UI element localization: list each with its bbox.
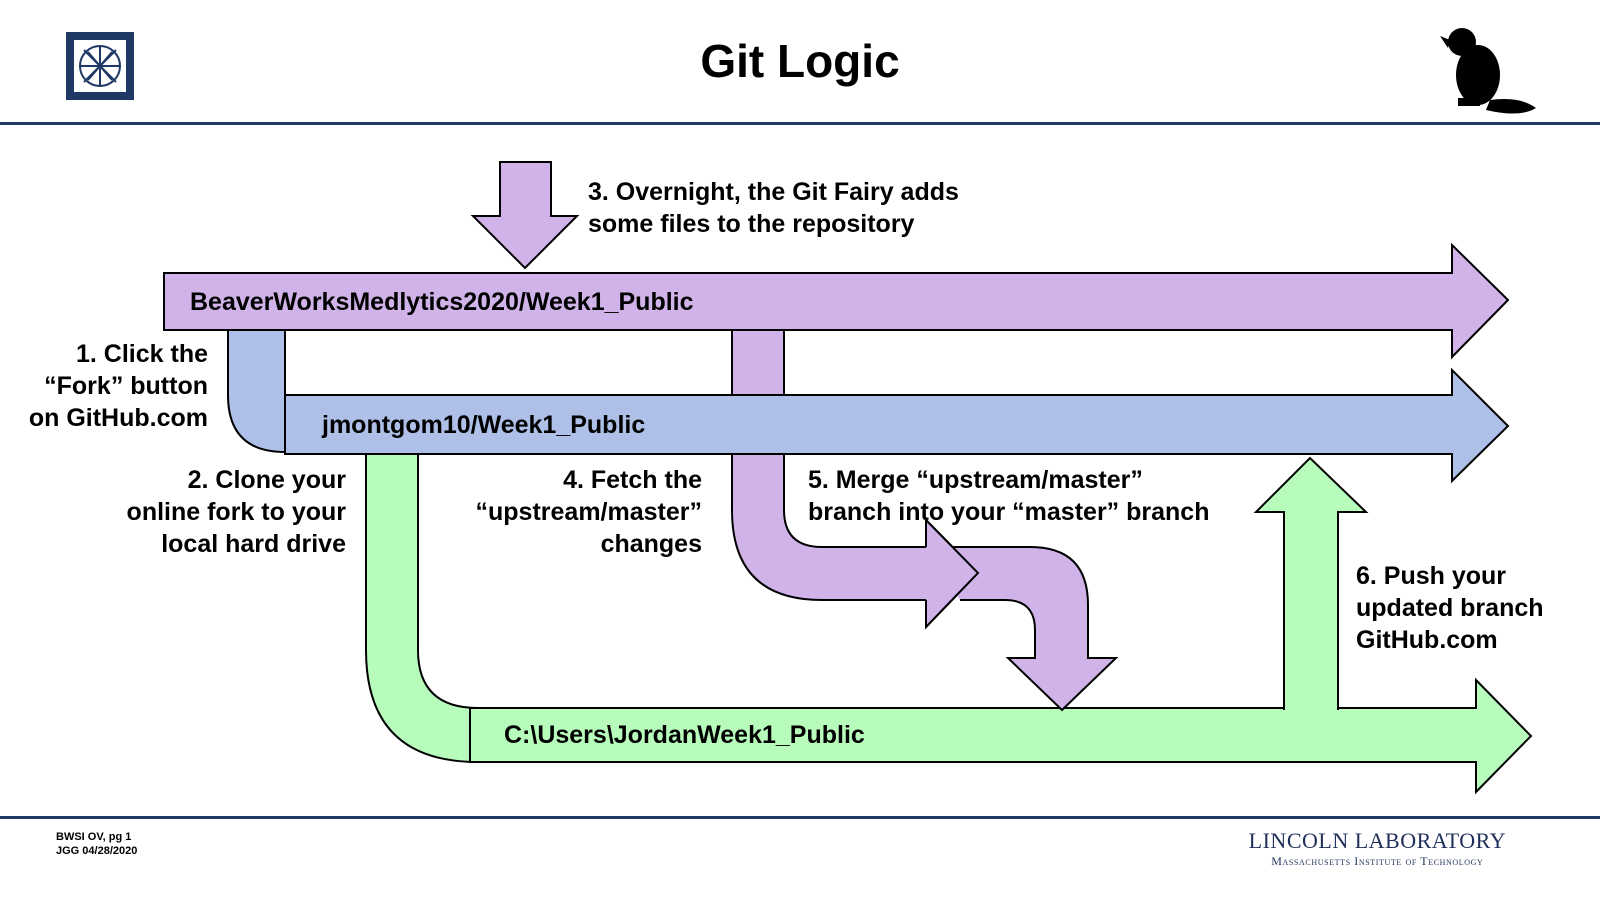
footer-line-2: JGG 04/28/2020 bbox=[56, 845, 138, 857]
lincoln-lab-logo: LINCOLN LABORATORY Massachusetts Institu… bbox=[1249, 828, 1506, 869]
upstream-branch-arrow bbox=[163, 242, 1510, 360]
mit-seal-icon bbox=[66, 32, 134, 100]
step-1-label: 1. Click the “Fork” button on GitHub.com bbox=[28, 340, 208, 432]
step-5-label: 5. Merge “upstream/master” branch into y… bbox=[808, 466, 1210, 526]
fork-branch-arrow bbox=[284, 367, 1510, 484]
upstream-branch-label: BeaverWorksMedlytics2020/Week1_Public bbox=[190, 288, 694, 316]
page-title: Git Logic bbox=[700, 35, 900, 87]
local-branch-label: C:\Users\JordanWeek1_Public bbox=[504, 721, 865, 749]
header-divider bbox=[0, 122, 1600, 125]
fetch-connector-top bbox=[731, 329, 785, 396]
merge-down-arrow bbox=[926, 546, 1119, 712]
step-4-label: 4. Fetch the “upstream/master” changes bbox=[475, 466, 702, 558]
fork-branch-label: jmontgom10/Week1_Public bbox=[322, 411, 646, 439]
beaver-icon bbox=[1440, 28, 1536, 114]
footer-page-id: BWSI OV, pg 1 JGG 04/28/2020 bbox=[56, 830, 137, 858]
step-3-label: 3. Overnight, the Git Fairy adds some fi… bbox=[588, 178, 959, 238]
git-fairy-arrow bbox=[470, 161, 580, 270]
footer-divider bbox=[0, 816, 1600, 819]
org-subtitle: Massachusetts Institute of Technology bbox=[1271, 854, 1484, 868]
local-branch-arrow bbox=[469, 677, 1533, 795]
org-name: LINCOLN LABORATORY bbox=[1248, 828, 1506, 853]
step-2-label: 2. Clone your online fork to your local … bbox=[126, 466, 346, 558]
footer-line-1: BWSI OV, pg 1 bbox=[56, 831, 132, 843]
step-6-label: 6. Push your updated branch GitHub.com bbox=[1356, 562, 1544, 654]
push-arrow bbox=[1253, 456, 1369, 710]
